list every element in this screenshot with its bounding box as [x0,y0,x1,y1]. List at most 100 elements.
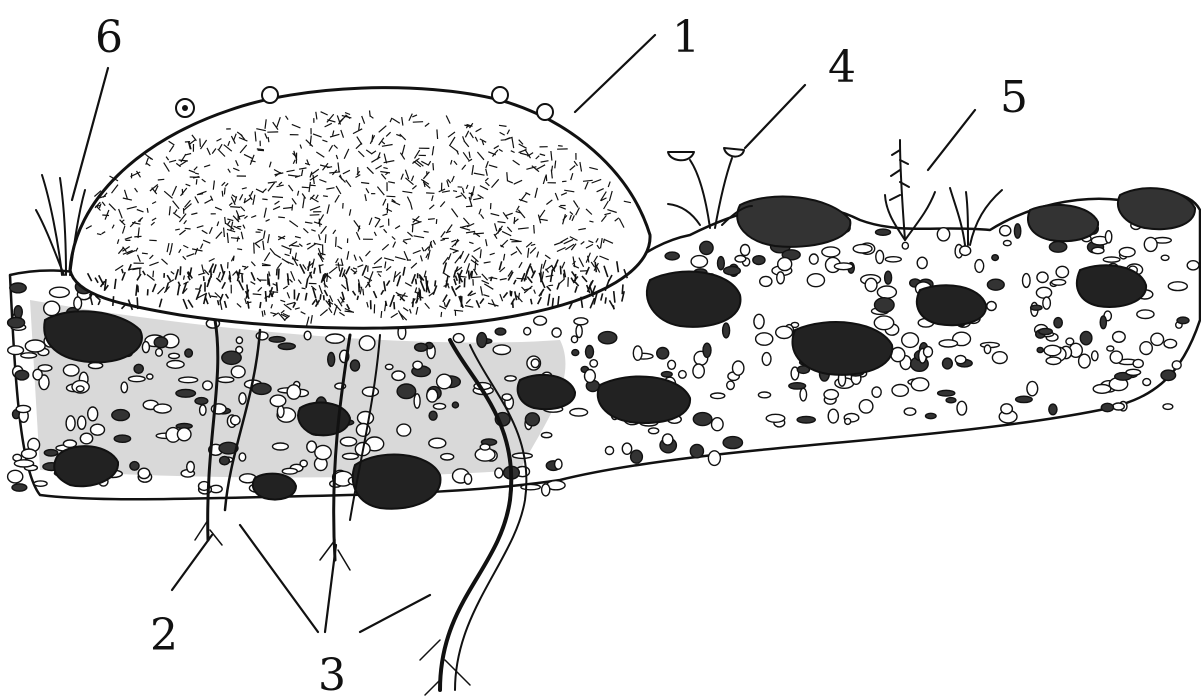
pebble [885,271,892,284]
pebble [724,267,741,275]
pebble [859,400,873,413]
foliage-stroke [336,265,344,266]
pebble [984,345,990,354]
foliage-stroke [302,288,306,289]
pebble [154,337,167,348]
stem-stroke [266,291,267,302]
pebble [256,332,268,340]
pebble [1133,359,1143,367]
pebble [222,351,241,364]
pebble [777,272,785,284]
pebble [727,381,735,389]
pebble [130,462,139,471]
pebble [937,228,949,241]
pebble [1105,231,1111,243]
pebble [270,395,286,406]
pebble [1103,257,1120,262]
rock [353,455,441,509]
pebble [343,453,359,459]
pebble [392,371,405,380]
pebble [1137,310,1154,319]
foliage-stroke [185,228,191,229]
pebble [1066,338,1074,345]
pebble [876,250,884,263]
pebble [633,346,642,360]
foliage-stroke [424,231,429,232]
pebble [300,460,307,467]
pebble [555,459,562,469]
pebble [1168,282,1187,291]
stem-stroke [435,280,436,286]
pebble [91,424,105,435]
pebble [63,365,79,376]
pebble [76,386,84,392]
rock [518,375,575,409]
pebble [203,381,213,390]
foliage-stroke [325,234,326,243]
stem-stroke [242,274,243,282]
pebble [14,306,22,319]
pebble [495,468,503,478]
pebble [513,453,533,458]
foliage-stroke [386,196,395,197]
pebble [1151,333,1164,345]
pebble [585,370,596,383]
foliage-stroke [302,187,309,188]
pebble [16,405,30,412]
pebble [723,437,742,449]
stem-stroke [510,291,511,296]
pebble [415,343,428,351]
foliage-stroke [196,179,197,184]
pebble [570,409,588,417]
foliage-stroke [230,207,240,208]
pebble [574,318,588,325]
leader-line-3c [360,595,430,632]
pebble [1001,404,1013,414]
pebble [1101,403,1113,411]
stem-stroke [416,279,417,285]
rock [792,322,892,375]
pebble [239,393,246,404]
pebble [525,413,539,426]
pebble [218,377,234,383]
pebble [397,424,411,436]
pebble [236,337,242,344]
pebble [112,410,130,421]
pebble [534,316,547,325]
foliage-stroke [292,205,293,211]
pebble [661,372,672,377]
pebble [429,411,437,420]
pebble [453,334,464,343]
foliage-stroke [222,191,223,197]
label-3: 3 [318,650,346,700]
pebble [797,416,815,423]
pebble [885,257,901,262]
pebble [992,255,999,261]
pebble [590,360,598,367]
foliage-stroke [437,129,438,139]
pebble [1016,396,1033,402]
stem-stroke [622,284,623,294]
pebble [15,370,29,380]
foliage-stroke [237,249,242,250]
foliage-stroke [501,140,507,141]
pebble [1119,247,1135,256]
pebble [1161,255,1169,260]
pebble [1143,379,1151,386]
pebble [252,383,271,394]
foliage-stroke [381,311,382,318]
foliage-stroke [253,294,262,295]
pebble [1056,266,1068,277]
pebble [1049,242,1066,253]
pebble [1113,332,1126,343]
pebble [760,276,772,286]
pebble [992,352,1007,364]
pebble [1187,261,1199,270]
pebble [44,450,57,456]
pebble [691,256,707,268]
pebble [586,346,594,359]
pebble [1037,272,1048,282]
stem-stroke [558,296,559,305]
pebble [874,316,893,330]
